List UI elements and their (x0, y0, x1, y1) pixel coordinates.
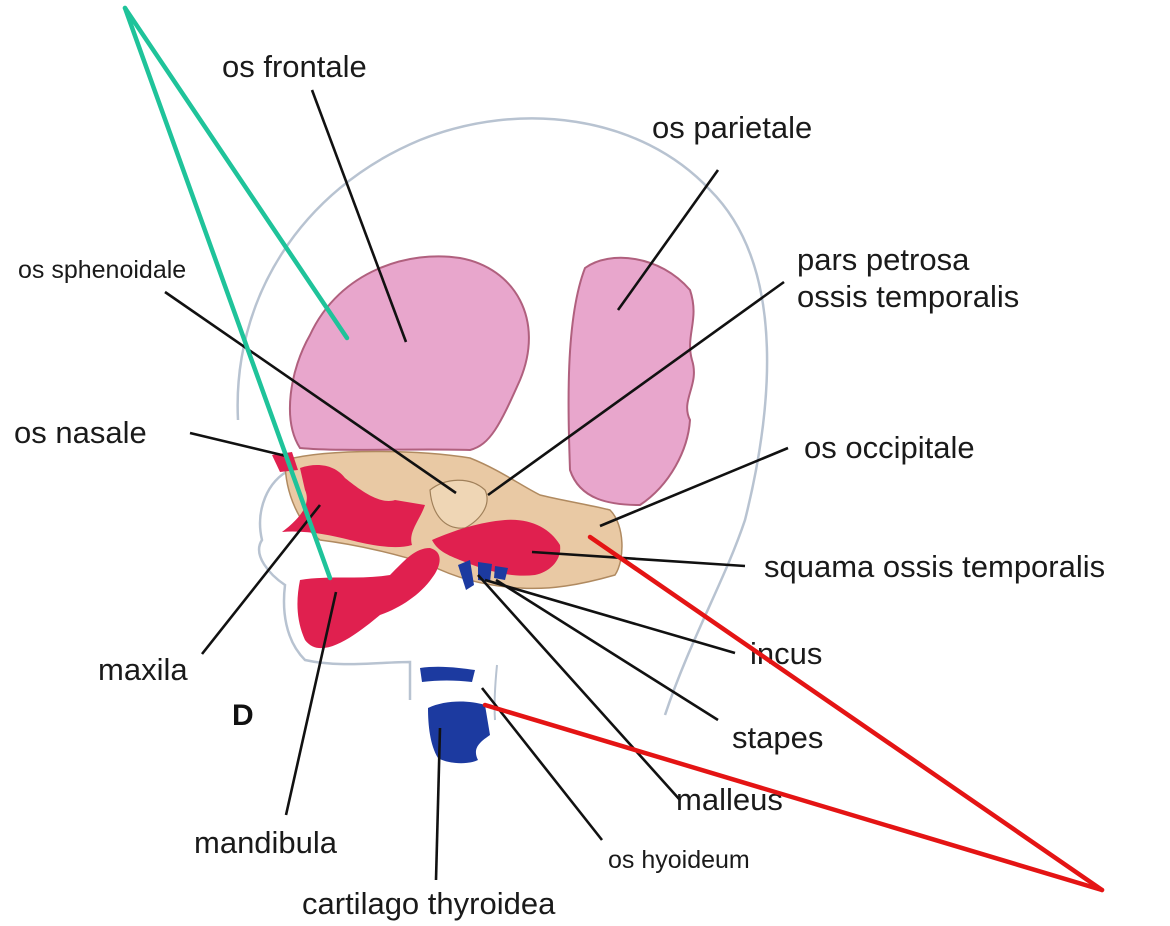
red-annotation-lines (485, 537, 1102, 890)
label-os-hyoideum: os hyoideum (608, 846, 750, 874)
os-hyoideum-shape (420, 667, 475, 682)
mandibula-shape (297, 548, 439, 648)
label-panel-d: D (232, 699, 254, 732)
label-ossis-temporalis: ossis temporalis (797, 279, 1019, 314)
label-cartilago-thyroidea: cartilago thyroidea (302, 886, 556, 921)
os-parietale-shape (569, 258, 694, 505)
label-os-frontale: os frontale (222, 49, 367, 84)
label-stapes: stapes (732, 720, 823, 755)
neck-outline (495, 665, 497, 720)
label-pars-petrosa: pars petrosa (797, 242, 970, 277)
label-maxila: maxila (98, 652, 188, 687)
os-frontale-shape (290, 256, 529, 450)
label-mandibula: mandibula (194, 825, 338, 860)
cartilago-thyroidea-shape (428, 702, 490, 764)
label-os-sphenoidale: os sphenoidale (18, 256, 186, 284)
label-os-parietale: os parietale (652, 110, 812, 145)
label-os-occipitale: os occipitale (804, 430, 975, 465)
label-squama-ossis-temporalis: squama ossis temporalis (764, 549, 1105, 584)
label-os-nasale: os nasale (14, 415, 147, 450)
